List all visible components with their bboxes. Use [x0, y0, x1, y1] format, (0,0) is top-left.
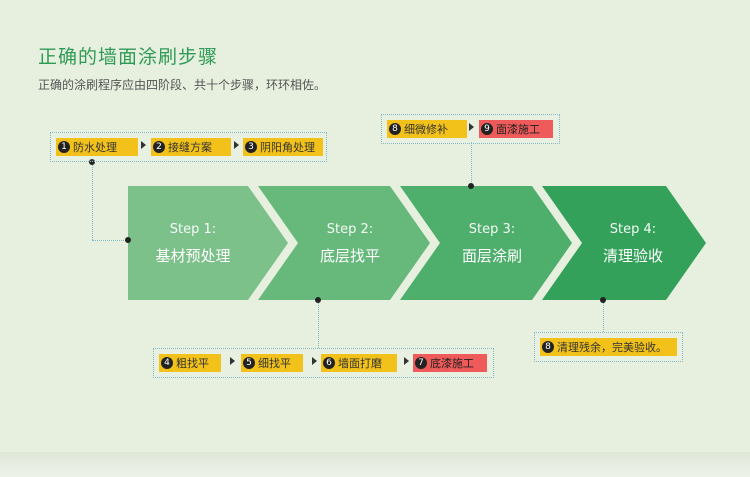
connector-g4: [603, 300, 604, 332]
substep-group-1: 1 防水处理 2 接缝方案 3 阴阳角处理: [50, 132, 327, 162]
substep-1-number: 1: [58, 141, 70, 153]
step-3-name: 面层涂刷: [461, 247, 522, 265]
substep-8-label: 细微修补: [404, 123, 448, 136]
substep-3-label: 阴阳角处理: [260, 141, 315, 154]
arrow-right-icon: [234, 141, 239, 149]
chevron-step-2: [258, 186, 430, 300]
substep-1-label: 防水处理: [73, 141, 117, 154]
substep-9-number: 9: [481, 123, 493, 135]
chevron-step-1: [128, 186, 288, 300]
substep-6-number: 6: [323, 357, 335, 369]
step-2-name: 底层找平: [319, 247, 380, 265]
page-title: 正确的墙面涂刷步骤: [38, 46, 219, 68]
substep-7: 7 底漆施工: [413, 354, 487, 372]
substep-group-3: 8 细微修补 9 面漆施工: [381, 114, 560, 144]
substep-8: 8 细微修补: [387, 120, 467, 138]
substep-10: 8 清理残余，完美验收。: [540, 338, 677, 356]
step-3-label: Step 3: 面层涂刷: [432, 222, 552, 266]
substep-group-4: 8 清理残余，完美验收。: [534, 332, 683, 362]
arrow-right-icon: [469, 123, 474, 131]
substep-2: 2 接缝方案: [151, 138, 231, 156]
connector-dot: [315, 297, 321, 303]
step-1-label: Step 1: 基材预处理: [133, 222, 253, 266]
page-shadow-floor: [0, 452, 750, 477]
chevron-step-3: [400, 186, 572, 300]
arrow-right-icon: [404, 357, 409, 365]
substep-group-2: 4 粗找平 5 细找平 6 墙面打磨 7 底漆施工: [153, 348, 494, 378]
substep-6: 6 墙面打磨: [321, 354, 397, 372]
substep-9: 9 面漆施工: [479, 120, 553, 138]
arrow-right-icon: [141, 141, 146, 149]
substep-4-label: 粗找平: [176, 357, 209, 370]
substep-7-number: 7: [415, 357, 427, 369]
arrow-right-icon: [312, 357, 317, 365]
step-2-label: Step 2: 底层找平: [290, 222, 410, 266]
page-subtitle: 正确的涂刷程序应由四阶段、共十个步骤，环环相佐。: [38, 78, 327, 92]
step-2-number: Step 2:: [326, 222, 374, 237]
connector-g3: [471, 142, 472, 186]
substep-2-number: 2: [153, 141, 165, 153]
substep-6-label: 墙面打磨: [338, 357, 382, 370]
substep-3: 3 阴阳角处理: [243, 138, 323, 156]
step-1-number: Step 1:: [169, 222, 217, 237]
chevron-step-4: [542, 186, 706, 300]
step-4-label: Step 4: 清理验收: [573, 222, 693, 266]
substep-8-number: 8: [389, 123, 401, 135]
connector-dot: [125, 237, 131, 243]
step-4-number: Step 4:: [609, 222, 657, 237]
substep-10-number: 8: [542, 341, 554, 353]
connector-dot: [468, 183, 474, 189]
substep-5: 5 细找平: [241, 354, 303, 372]
step-3-number: Step 3:: [468, 222, 516, 237]
substep-2-label: 接缝方案: [168, 141, 212, 154]
substep-3-number: 3: [245, 141, 257, 153]
arrow-right-icon: [230, 357, 235, 365]
connector-g1-horizontal: [92, 240, 128, 241]
substep-5-number: 5: [243, 357, 255, 369]
substep-9-label: 面漆施工: [496, 123, 540, 136]
step-4-name: 清理验收: [602, 247, 663, 265]
substep-5-label: 细找平: [258, 357, 291, 370]
connector-dot: [89, 159, 95, 165]
connector-dot: [600, 297, 606, 303]
substep-4-number: 4: [161, 357, 173, 369]
substep-10-label: 清理残余，完美验收。: [557, 341, 667, 354]
substep-4: 4 粗找平: [159, 354, 221, 372]
step-1-name: 基材预处理: [155, 247, 231, 265]
substep-1: 1 防水处理: [56, 138, 138, 156]
connector-g1-vertical: [92, 162, 93, 240]
connector-g2: [318, 300, 319, 348]
substep-7-label: 底漆施工: [430, 357, 474, 370]
